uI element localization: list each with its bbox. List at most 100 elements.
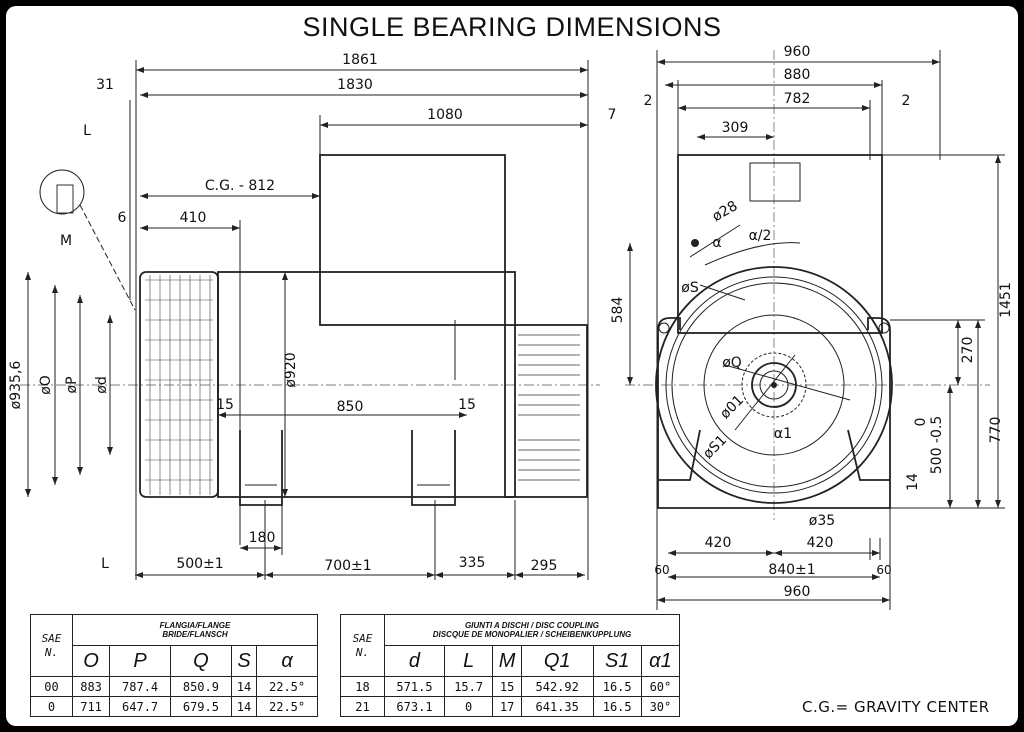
dim-60-left: 60: [654, 563, 669, 577]
col-header: Q1: [520, 645, 594, 677]
dim-dia-28: ø28: [710, 198, 741, 225]
table-row: 00 883 787.4 850.9 14 22.5°: [30, 676, 318, 697]
angle-alpha-half: α/2: [749, 228, 772, 244]
col-header: d: [384, 645, 445, 677]
col-header: Q: [170, 645, 232, 677]
cell: 571.5: [384, 676, 445, 697]
cell: 15: [492, 676, 522, 697]
cell: 542.92: [520, 676, 594, 697]
stator-body: [217, 271, 516, 498]
col-header: L: [443, 645, 494, 677]
cell: 647.7: [109, 696, 171, 717]
dim-dia-S1: øS1: [700, 432, 730, 462]
side-view: 1861 1830 31 1080 7 C.G. - 812 6 410 L M…: [8, 52, 616, 580]
flange-grille: [139, 271, 219, 498]
mounting-feet: [239, 430, 456, 506]
end-flange: [655, 266, 893, 504]
cell: 60°: [640, 676, 681, 697]
cell: 18: [340, 676, 385, 697]
dim-335: 335: [459, 555, 486, 571]
dim-700: 700±1: [324, 558, 371, 574]
dim-2-left: 2: [644, 93, 653, 109]
cell: 16.5: [592, 676, 642, 697]
cell: 0: [443, 696, 494, 717]
col-header: α: [256, 645, 318, 677]
cell: 00: [30, 676, 73, 697]
cell: 17: [492, 696, 522, 717]
dim-410: 410: [180, 210, 207, 226]
dim-7: 7: [608, 107, 617, 123]
cell: 16.5: [592, 696, 642, 717]
detail-circle: [39, 169, 85, 215]
terminal-box: [319, 154, 506, 326]
dim-dia-935: ø935,6: [8, 361, 24, 410]
table-row: 18 571.5 15.7 15 542.92 16.5 60°: [340, 676, 681, 697]
dim-295: 295: [531, 558, 558, 574]
col-header: O: [71, 645, 111, 677]
table-row: 0 711 647.7 679.5 14 22.5°: [30, 696, 318, 717]
table-row: 21 673.1 0 17 641.35 16.5 30°: [340, 696, 681, 717]
dim-dia-S: øS: [681, 280, 699, 296]
dim-dia-P: øP: [64, 376, 80, 393]
col-header: M: [492, 645, 522, 677]
dim-tolerance-upper: 0: [913, 418, 929, 427]
dim-500: 500±1: [176, 556, 223, 572]
cell: 14: [230, 676, 258, 697]
col-header: S1: [592, 645, 642, 677]
cell: 22.5°: [256, 696, 318, 717]
cell: 0: [30, 696, 73, 717]
cell: 22.5°: [256, 676, 318, 697]
exciter-end: [504, 324, 588, 498]
dim-420-left: 420: [705, 535, 732, 551]
dim-L-bottom: L: [101, 556, 109, 572]
dim-960-bottom: 960: [784, 584, 811, 600]
cell: 679.5: [170, 696, 232, 717]
dim-60-right: 60: [876, 563, 891, 577]
dim-309: 309: [722, 120, 749, 136]
terminal-box-end: [677, 154, 883, 334]
col-header: S: [230, 645, 258, 677]
dim-850: 850: [337, 399, 364, 415]
cell: 15.7: [443, 676, 494, 697]
dim-dia-920: ø920: [283, 352, 299, 387]
cell: 883: [71, 676, 111, 697]
dim-cg: C.G. - 812: [205, 178, 275, 194]
drawing-title: SINGLE BEARING DIMENSIONS: [302, 12, 722, 42]
cell: 711: [71, 696, 111, 717]
dim-L-detail: L: [83, 123, 91, 139]
col-header: α1: [640, 645, 681, 677]
dim-782: 782: [784, 91, 811, 107]
lifting-hole: [691, 239, 699, 247]
dim-1830: 1830: [337, 77, 373, 93]
dim-dia-Q1: ø01: [717, 392, 747, 422]
dim-dia-35: ø35: [809, 513, 835, 529]
cell: 787.4: [109, 676, 171, 697]
cell: 641.35: [520, 696, 594, 717]
dim-960-top: 960: [784, 44, 811, 60]
dim-31: 31: [96, 77, 114, 93]
dim-1451: 1451: [998, 282, 1014, 318]
dim-M-detail: M: [60, 233, 72, 249]
gravity-center-note: C.G.= GRAVITY CENTER: [802, 698, 990, 716]
dim-770: 770: [988, 417, 1004, 444]
dim-15-left: 15: [216, 397, 234, 413]
end-view: 960 880 2 782 2 309 ø28 α α/2 øS 584 145…: [610, 44, 1014, 610]
dim-15-right: 15: [458, 397, 476, 413]
dim-14: 14: [905, 473, 921, 491]
dim-dia-Q: øQ: [722, 355, 742, 371]
dim-6: 6: [118, 210, 127, 226]
cell: 850.9: [170, 676, 232, 697]
cell: 14: [230, 696, 258, 717]
dim-1080: 1080: [427, 107, 463, 123]
dim-dia-O: øO: [38, 375, 54, 395]
angle-alpha: α: [712, 235, 721, 251]
dim-180: 180: [249, 530, 276, 546]
angle-alpha1: α1: [774, 426, 792, 442]
dim-584: 584: [610, 297, 626, 324]
